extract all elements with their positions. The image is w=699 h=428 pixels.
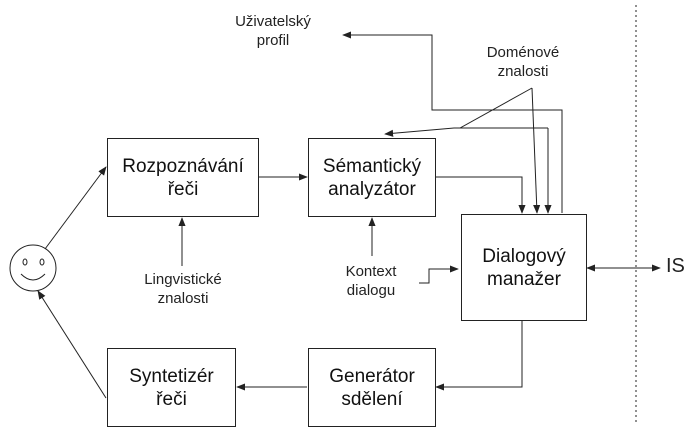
- box-text-line: Syntetizér: [129, 365, 214, 387]
- user-profile-label: Uživatelský profil: [218, 12, 328, 50]
- label-line: profil: [256, 32, 290, 49]
- label-line: znalosti: [157, 290, 209, 307]
- linguistic-knowledge-label: Lingvistické znalosti: [128, 270, 238, 308]
- arrow-context-to-manager: [419, 265, 459, 284]
- label-line: znalosti: [497, 63, 549, 80]
- label-line: Doménové: [486, 44, 560, 61]
- box-text-line: řeči: [156, 388, 187, 410]
- information-system-label: IS: [666, 255, 696, 277]
- arrow-semantic-to-manager: [436, 176, 526, 214]
- arrow-domain-to-semantic: [384, 127, 548, 137]
- box-text-line: analyzátor: [328, 178, 416, 200]
- label-line: Kontext: [345, 263, 397, 280]
- box-text-line: řeči: [167, 178, 199, 200]
- box-text-line: manažer: [487, 268, 561, 290]
- label-text: IS: [666, 255, 685, 277]
- arrow-manager-to-generator: [435, 321, 523, 391]
- box-text-line: Generátor: [329, 365, 415, 387]
- box-text-line: Dialogový: [482, 245, 566, 267]
- label-line: Uživatelský: [235, 13, 311, 30]
- smiley-face-icon: [9, 244, 57, 292]
- box-text-line: Sémantický: [322, 155, 422, 177]
- box-text-line: sdělení: [341, 388, 403, 410]
- arrow-user-to-recognition: [44, 166, 107, 250]
- arrow-domain-to-manager: [531, 87, 541, 214]
- dialog-context-label: Kontext dialogu: [330, 262, 412, 300]
- label-line: Lingvistické: [144, 271, 222, 288]
- label-line: dialogu: [346, 282, 396, 299]
- box-text-line: Rozpoznávání: [122, 155, 244, 177]
- arrow-synthesizer-to-user: [37, 290, 107, 399]
- domain-knowledge-label: Doménové znalosti: [468, 43, 578, 81]
- arrow-to-user-profile: [342, 31, 563, 213]
